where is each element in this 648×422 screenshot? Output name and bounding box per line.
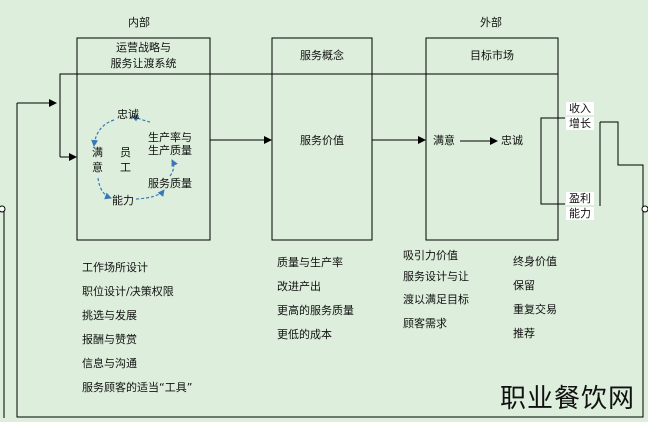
internal-list-item: 信息与沟通 <box>82 357 137 370</box>
outer-feedback-loop <box>16 103 644 418</box>
concept-list-item: 更高的服务质量 <box>277 304 354 317</box>
market-box <box>425 37 559 241</box>
outcome-bracket <box>540 117 565 205</box>
employee-loyalty-label: 忠诚 <box>117 108 139 121</box>
market-list-item: 顾客需求 <box>403 317 447 330</box>
internal-list-item: 挑选与发展 <box>82 309 137 322</box>
customer-loyal-label: 忠诚 <box>501 134 523 147</box>
concept-title: 服务概念 <box>300 49 344 62</box>
internal-heading: 内部 <box>128 16 150 29</box>
revenue-growth-line1: 收入 <box>566 102 594 115</box>
concept-list-item: 更低的成本 <box>277 328 332 341</box>
customer-satisfied-label: 满意 <box>433 134 455 147</box>
service-quality-label: 服务质量 <box>148 177 192 190</box>
right-handle <box>641 205 648 213</box>
revenue-growth-line2: 增长 <box>566 117 594 130</box>
market-title: 目标市场 <box>470 49 514 62</box>
internal-list-item: 职位设计/决策权限 <box>82 285 174 298</box>
concept-list-item: 质量与生产率 <box>277 256 343 269</box>
left-handle <box>0 205 6 213</box>
concept-list-item: 改进产出 <box>277 280 321 293</box>
service-value-label: 服务价值 <box>300 134 344 147</box>
market-value-item: 保留 <box>513 279 535 292</box>
concept-box <box>271 37 373 241</box>
capability-label: 能力 <box>112 194 134 207</box>
strategy-box <box>76 37 211 241</box>
external-heading: 外部 <box>480 16 502 29</box>
profitability-line1: 盈利 <box>566 192 594 205</box>
profitability-line2: 能力 <box>566 207 594 220</box>
market-value-item: 推荐 <box>513 327 535 340</box>
market-value-item: 终身价值 <box>513 255 557 268</box>
market-value-item: 重复交易 <box>513 303 557 316</box>
internal-list-item: 服务顾客的适当“工具” <box>82 381 193 394</box>
market-list-item: 渡以满足目标 <box>403 293 469 306</box>
employee-char-2: 工 <box>120 161 131 174</box>
watermark-text: 职业餐饮网 <box>500 384 636 414</box>
top-feedback-line <box>59 73 559 157</box>
internal-list-item: 工作场所设计 <box>82 261 148 274</box>
market-list-item: 吸引力价值 <box>403 249 458 262</box>
strategy-title-line2: 服务让渡系统 <box>110 57 177 70</box>
satisfied-char-1: 满 <box>92 146 103 159</box>
internal-list-item: 报酬与赞赏 <box>82 333 137 346</box>
satisfied-char-2: 意 <box>92 161 103 174</box>
market-list-item: 服务设计与让 <box>403 270 469 283</box>
productivity-label-line1: 生产率与 <box>148 131 192 144</box>
strategy-title-line1: 运营战略与 <box>116 41 171 54</box>
productivity-label-line2: 生产质量 <box>148 144 192 157</box>
employee-char-1: 员 <box>120 146 131 159</box>
employee-cycle-arrows <box>91 114 178 200</box>
